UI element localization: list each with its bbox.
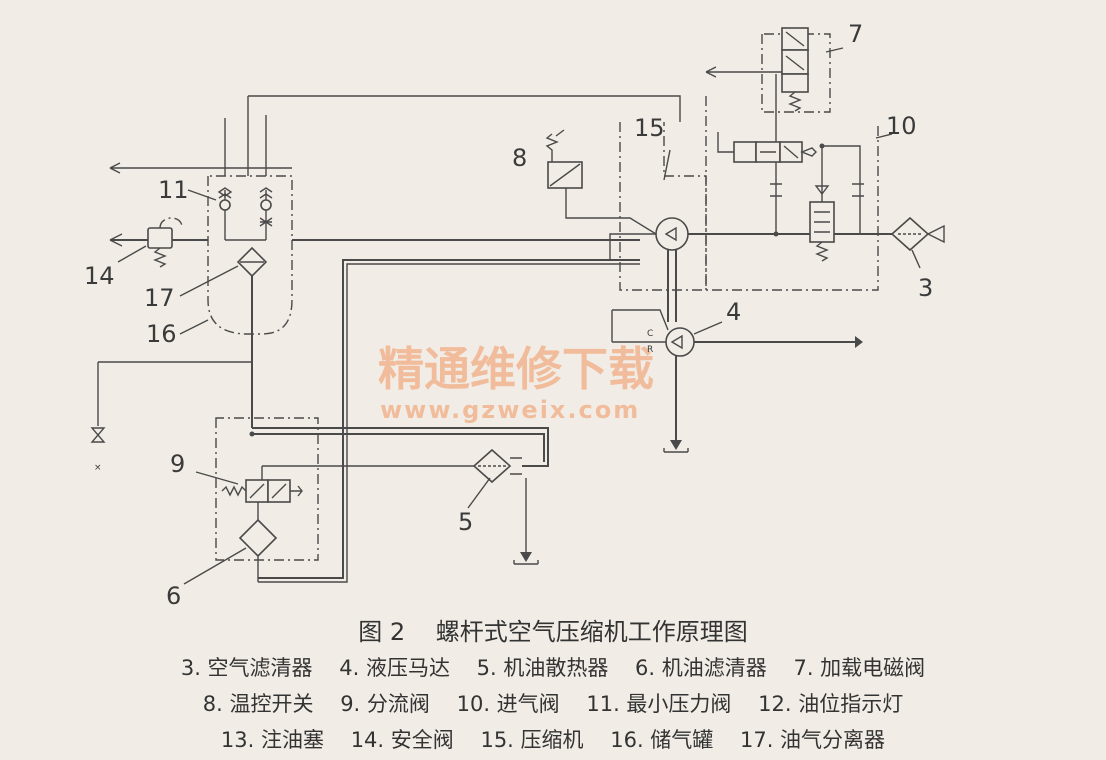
legend-item: 12. 油位指示灯 xyxy=(758,692,904,716)
callout-7: 7 xyxy=(848,20,863,48)
diverter-valve xyxy=(221,466,303,503)
callout-4: 4 xyxy=(726,298,741,326)
receiver-tank-outline xyxy=(207,175,293,335)
legend-item: 16. 储气罐 xyxy=(610,728,714,752)
figure-number: 图 2 xyxy=(358,618,406,646)
legend-item: 6. 机油滤清器 xyxy=(635,656,767,680)
legend-row-1: 3. 空气滤清器 4. 液压马达 5. 机油散热器 6. 机油滤清器 7. 加载… xyxy=(0,652,1106,682)
figure-title: 螺杆式空气压缩机工作原理图 xyxy=(435,618,748,646)
legend-row-2: 8. 温控开关 9. 分流阀 10. 进气阀 11. 最小压力阀 12. 油位指… xyxy=(0,688,1106,718)
legend-item: 5. 机油散热器 xyxy=(476,656,609,680)
air-outlet-arrow xyxy=(109,162,292,174)
main-air-line xyxy=(110,233,900,241)
legend-item: 10. 进气阀 xyxy=(456,692,560,716)
callout-5: 5 xyxy=(458,508,473,536)
oil-return-pipe xyxy=(258,259,640,579)
oil-filter-icon xyxy=(238,518,278,558)
legend-item: 8. 温控开关 xyxy=(202,692,314,716)
callout-6: 6 xyxy=(166,582,181,605)
callout-16: 16 xyxy=(146,320,177,348)
schematic-diagram: 精通维修下载 www.gzweix.com × xyxy=(84,20,945,605)
minimum-pressure-valve xyxy=(217,187,248,241)
air-filter-icon xyxy=(890,216,945,252)
legend-item: 11. 最小压力阀 xyxy=(586,692,732,716)
oil-cooler xyxy=(472,448,539,565)
port-c-label: C xyxy=(647,329,653,339)
inlet-valve-body xyxy=(717,132,864,262)
callout-11: 11 xyxy=(158,176,189,204)
callout-17: 17 xyxy=(144,284,175,312)
safety-valve xyxy=(147,217,183,268)
drain-line xyxy=(97,361,252,426)
legend-item: 17. 油气分离器 xyxy=(739,728,886,752)
drain-valve-icon xyxy=(90,427,106,443)
callout-14: 14 xyxy=(84,262,115,290)
watermark-url: www.gzweix.com xyxy=(380,396,640,424)
diverter-valve-outline xyxy=(215,417,319,561)
port-r-label: R xyxy=(647,345,653,355)
callout-8: 8 xyxy=(512,144,527,172)
legend-item: 9. 分流阀 xyxy=(340,692,430,716)
thermostat-switch xyxy=(545,129,657,235)
callout-10: 10 xyxy=(886,112,917,140)
hydraulic-motor: C R xyxy=(611,309,863,453)
compressor-outline xyxy=(619,122,707,291)
figure-caption: 图 2 螺杆式空气压缩机工作原理图 xyxy=(0,612,1106,647)
check-valve-right xyxy=(248,187,273,241)
callout-9: 9 xyxy=(170,450,185,478)
watermark-text: 精通维修下载 xyxy=(378,342,654,396)
callout-3: 3 xyxy=(918,274,933,302)
inlet-valve-outline xyxy=(705,96,879,291)
legend-item: 14. 安全阀 xyxy=(350,728,454,752)
legend-row-3: 13. 注油塞 14. 安全阀 15. 压缩机 16. 储气罐 17. 油气分离… xyxy=(0,724,1106,754)
legend-item: 15. 压缩机 xyxy=(480,728,584,752)
legend-item: 4. 液压马达 xyxy=(339,656,450,680)
compressor-icon xyxy=(655,217,689,251)
callout-15: 15 xyxy=(634,114,665,142)
legend-item: 13. 注油塞 xyxy=(220,728,324,752)
legend-item: 3. 空气滤清器 xyxy=(180,656,313,680)
svg-text:×: × xyxy=(94,463,102,473)
top-return-line xyxy=(247,95,681,176)
legend-item: 7. 加载电磁阀 xyxy=(793,656,926,680)
